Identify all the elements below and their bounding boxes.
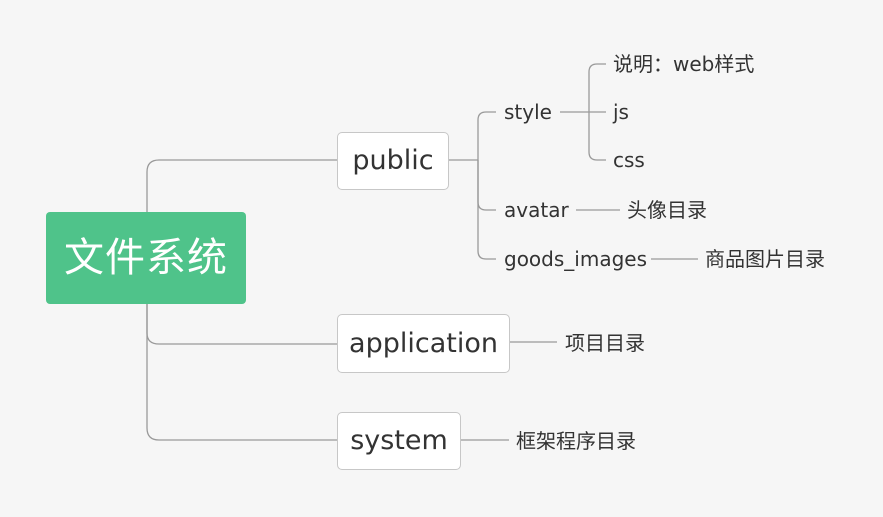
public-node[interactable]: public	[337, 132, 449, 190]
js-node[interactable]: js	[613, 100, 629, 124]
public-to-goods-images-line	[477, 160, 496, 260]
style-to-desc-line	[588, 63, 606, 112]
root-to-public-line	[146, 159, 337, 212]
root-node[interactable]: 文件系统	[46, 212, 246, 304]
application-node[interactable]: application	[337, 314, 510, 373]
system-note[interactable]: 框架程序目录	[516, 429, 636, 453]
style-to-css-line	[588, 112, 606, 161]
public-to-avatar-line	[477, 160, 496, 211]
root-to-application-line	[146, 304, 337, 345]
css-node[interactable]: css	[613, 148, 645, 172]
avatar-node[interactable]: avatar	[504, 198, 569, 222]
system-node[interactable]: system	[337, 412, 461, 470]
application-note[interactable]: 项目目录	[565, 331, 645, 355]
goods-images-node[interactable]: goods_images	[504, 247, 647, 271]
style-description-node[interactable]: 说明：web样式	[613, 52, 755, 76]
style-node[interactable]: style	[504, 100, 552, 124]
root-to-system-line	[146, 304, 337, 441]
goods-images-note[interactable]: 商品图片目录	[705, 247, 825, 271]
public-to-style-line	[477, 111, 496, 160]
avatar-note[interactable]: 头像目录	[627, 198, 707, 222]
